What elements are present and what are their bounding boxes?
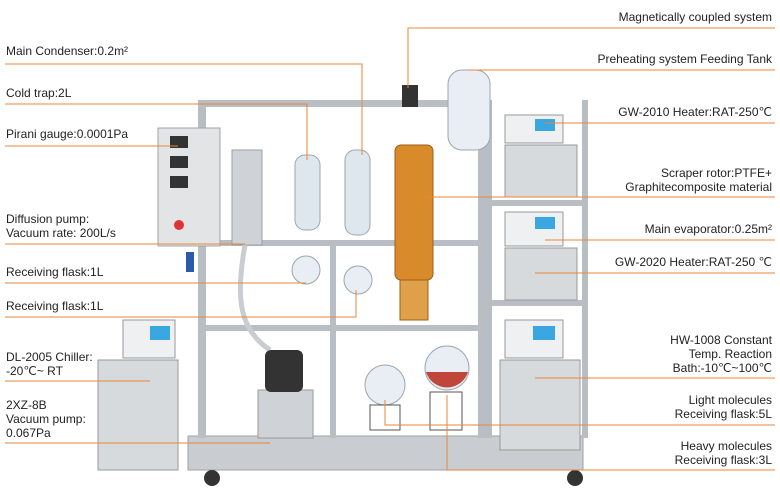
control-cabinet bbox=[157, 127, 221, 247]
frame-bar bbox=[198, 100, 486, 107]
hw1008-screen bbox=[533, 326, 555, 340]
label-pirani-gauge: Pirani gauge:0.0001Pa bbox=[6, 127, 129, 141]
label-scraper: Scraper rotor:PTFE+ Graphitecomposite ma… bbox=[625, 166, 772, 194]
rack-shelf bbox=[486, 300, 588, 306]
emergency-stop bbox=[174, 220, 184, 230]
label-line: Bath:-10℃~100℃ bbox=[672, 361, 772, 375]
vacuum-hose bbox=[237, 244, 272, 353]
evaporator-base bbox=[399, 279, 429, 321]
caster-wheel bbox=[204, 470, 220, 486]
label-vacuum-pump: 2XZ-8B Vacuum pump: 0.067Pa bbox=[6, 398, 86, 440]
label-hw1008: HW-1008 Constant Temp. Reaction Bath:-10… bbox=[670, 333, 772, 375]
diffusion-pump-body bbox=[231, 149, 263, 246]
plug bbox=[186, 252, 194, 272]
label-diffusion-pump: Diffusion pump: Vacuum rate: 200L/s bbox=[6, 212, 116, 240]
receiving-flask-glass bbox=[343, 265, 373, 295]
gw2010-heater bbox=[504, 144, 578, 198]
label-light-molecules: Light molecules Receiving flask:5L bbox=[675, 393, 772, 421]
label-line: -20℃~ RT bbox=[6, 364, 63, 378]
label-line: Graphitecomposite material bbox=[625, 180, 772, 194]
frame-post bbox=[478, 100, 486, 438]
feeding-tank bbox=[447, 69, 491, 151]
gauge-display bbox=[170, 176, 188, 188]
heavy-flask-liquid bbox=[426, 372, 468, 388]
label-line: Diffusion pump: bbox=[6, 212, 90, 226]
label-gw2020: GW-2020 Heater:RAT-250 ℃ bbox=[614, 255, 772, 269]
leader-line bbox=[5, 290, 357, 318]
frame-bar bbox=[198, 240, 486, 246]
frame-bar bbox=[198, 325, 486, 331]
label-line: Light molecules bbox=[688, 393, 772, 407]
label-magnetic-system: Magnetically coupled system bbox=[618, 10, 772, 24]
label-cold-trap: Cold trap:2L bbox=[6, 86, 72, 100]
label-receiving-flask-2: Receiving flask:1L bbox=[6, 299, 104, 313]
receiving-flask-glass bbox=[291, 255, 321, 285]
label-line: Vacuum rate: 200L/s bbox=[6, 226, 116, 240]
gw2020-heater bbox=[504, 247, 578, 301]
label-line: DL-2005 Chiller: bbox=[6, 350, 93, 364]
rack-post bbox=[486, 100, 492, 438]
evaporator-column bbox=[394, 144, 434, 281]
frame-post bbox=[198, 100, 206, 438]
label-line: Receiving flask:5L bbox=[674, 407, 772, 421]
gauge-display bbox=[170, 136, 188, 148]
magnetic-drive bbox=[402, 85, 418, 107]
label-line: Temp. Reaction bbox=[688, 347, 772, 361]
label-receiving-flask-1: Receiving flask:1L bbox=[6, 265, 104, 279]
rack-post bbox=[582, 100, 588, 438]
leader-line bbox=[5, 63, 363, 155]
label-line: HW-1008 Constant bbox=[670, 333, 772, 347]
leader-line bbox=[407, 27, 775, 88]
flask-stand bbox=[429, 391, 463, 431]
rack-shelf bbox=[486, 200, 588, 206]
caster-wheel bbox=[567, 470, 583, 486]
label-line: Receiving flask:3L bbox=[674, 453, 772, 467]
vacuum-pump-body bbox=[257, 389, 314, 439]
cold-trap-glass bbox=[294, 154, 321, 231]
label-gw2010: GW-2010 Heater:RAT-250℃ bbox=[618, 105, 772, 119]
leader-line bbox=[384, 400, 775, 426]
label-line: 0.067Pa bbox=[6, 426, 51, 440]
label-line: Vacuum pump: bbox=[6, 412, 86, 426]
cold-trap-glass bbox=[344, 149, 371, 236]
label-line: Scraper rotor:PTFE+ bbox=[660, 166, 772, 180]
chiller-screen bbox=[150, 326, 170, 340]
label-line: 2XZ-8B bbox=[6, 398, 47, 412]
light-flask-glass bbox=[364, 364, 406, 406]
frame-post bbox=[330, 240, 336, 438]
gw2010-screen bbox=[535, 119, 555, 131]
gw2020-screen bbox=[535, 217, 555, 229]
label-main-evaporator: Main evaporator:0.25m² bbox=[644, 222, 772, 236]
leader-lines bbox=[5, 27, 775, 471]
label-chiller: DL-2005 Chiller: -20℃~ RT bbox=[6, 350, 93, 378]
hw1008-bath bbox=[499, 359, 581, 451]
label-main-condenser: Main Condenser:0.2m² bbox=[6, 44, 129, 58]
vacuum-pump-motor bbox=[265, 350, 303, 392]
label-heavy-molecules: Heavy molecules Receiving flask:3L bbox=[675, 439, 772, 467]
label-preheating: Preheating system Feeding Tank bbox=[597, 52, 772, 66]
chiller-body bbox=[97, 359, 179, 471]
leader-line bbox=[446, 395, 775, 471]
gauge-display bbox=[170, 156, 188, 168]
leader-line bbox=[5, 103, 308, 160]
label-line: Heavy molecules bbox=[680, 439, 772, 453]
